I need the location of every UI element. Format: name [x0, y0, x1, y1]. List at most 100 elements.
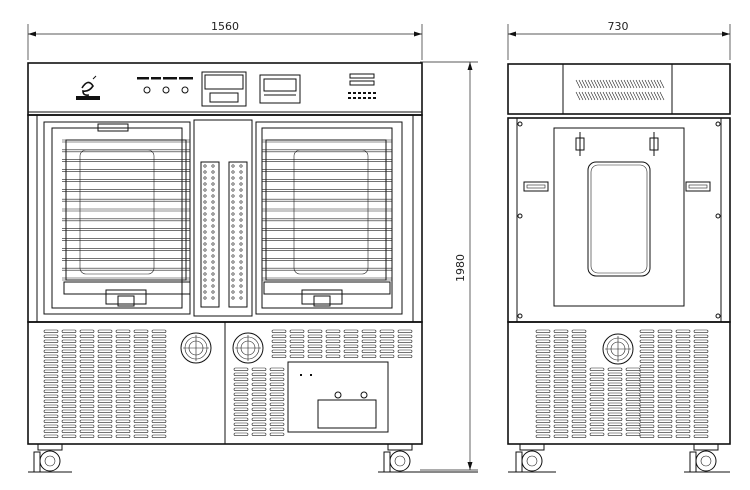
- terminal-hole: [239, 206, 243, 210]
- louver-slot: [79, 429, 95, 433]
- louver-slot: [571, 409, 587, 413]
- louver-slot: [269, 417, 285, 421]
- louver-slot: [361, 329, 377, 333]
- terminal-hole: [239, 284, 243, 288]
- louver-slot: [307, 349, 323, 353]
- louver-slot: [571, 414, 587, 418]
- louver-slot: [693, 349, 709, 353]
- control-button-3[interactable]: [181, 86, 189, 94]
- louver-slot: [639, 329, 655, 333]
- terminal-hole: [239, 182, 243, 186]
- louver-slot: [97, 369, 113, 373]
- louver-slot: [379, 329, 395, 333]
- vent-slat: [617, 91, 623, 101]
- vent-slat: [629, 79, 635, 89]
- louver-slot: [553, 334, 569, 338]
- louver-slot: [271, 339, 287, 343]
- louver-slot: [553, 419, 569, 423]
- fan-grille-icon: [232, 332, 264, 364]
- louver-slot: [535, 394, 551, 398]
- terminal-hole: [239, 242, 243, 246]
- louver-slot: [151, 334, 167, 338]
- terminal-hole: [203, 218, 207, 222]
- control-button-1[interactable]: [143, 86, 151, 94]
- louver-slot: [151, 384, 167, 388]
- louver-slot: [693, 329, 709, 333]
- control-button-2[interactable]: [162, 86, 170, 94]
- louver-slot: [133, 434, 149, 438]
- louver-slot: [625, 397, 641, 401]
- louver-slot: [625, 372, 641, 376]
- terminal-hole: [231, 260, 235, 264]
- louver-slot: [535, 359, 551, 363]
- louver-slot: [307, 339, 323, 343]
- vent-slat: [635, 79, 641, 89]
- louver-slot: [675, 359, 691, 363]
- louver-slot: [61, 399, 77, 403]
- louver-slot: [553, 409, 569, 413]
- louver-slot: [607, 382, 623, 386]
- louver-slot: [151, 344, 167, 348]
- louver-slot: [233, 417, 249, 421]
- louver-slot: [289, 334, 305, 338]
- louver-slot: [97, 374, 113, 378]
- terminal-hole: [231, 266, 235, 270]
- terminal-hole: [211, 218, 215, 222]
- terminal-hole: [203, 170, 207, 174]
- vent-slat: [629, 91, 635, 101]
- terminal-hole: [231, 212, 235, 216]
- louver-slot: [289, 349, 305, 353]
- vent-slat: [614, 79, 620, 89]
- vent-slat: [620, 79, 626, 89]
- louver-slot: [43, 339, 59, 343]
- louver-slot: [251, 377, 267, 381]
- louver-slot: [269, 372, 285, 376]
- louver-slot: [151, 349, 167, 353]
- terminal-hole: [211, 206, 215, 210]
- louver-slot: [151, 329, 167, 333]
- terminal-hole: [231, 194, 235, 198]
- louver-slot: [589, 382, 605, 386]
- louver-slot: [553, 349, 569, 353]
- louver-slot: [361, 349, 377, 353]
- terminal-hole: [239, 266, 243, 270]
- louver-slot: [675, 349, 691, 353]
- louver-slot: [571, 379, 587, 383]
- louver-slot: [269, 367, 285, 371]
- louver-slot: [571, 354, 587, 358]
- vent-slat: [644, 79, 650, 89]
- louver-slot: [61, 354, 77, 358]
- vent-slat: [656, 79, 662, 89]
- vent-slat: [641, 91, 647, 101]
- louver-slot: [233, 427, 249, 431]
- louver-slot: [639, 424, 655, 428]
- louver-slot: [693, 354, 709, 358]
- louver-slot: [675, 419, 691, 423]
- vent-slat: [614, 91, 620, 101]
- louver-slot: [43, 429, 59, 433]
- louver-slot: [151, 389, 167, 393]
- louver-slot: [133, 379, 149, 383]
- louver-slot: [361, 339, 377, 343]
- louver-slot: [571, 404, 587, 408]
- louver-slot: [343, 349, 359, 353]
- terminal-hole: [211, 278, 215, 282]
- louver-slot: [79, 414, 95, 418]
- terminal-hole: [203, 206, 207, 210]
- louver-slot: [151, 369, 167, 373]
- louver-slot: [43, 334, 59, 338]
- access-panel: [287, 361, 389, 433]
- louver-slot: [607, 377, 623, 381]
- louver-slot: [571, 344, 587, 348]
- louver-slot: [675, 389, 691, 393]
- louver-slot: [589, 412, 605, 416]
- louver-slot: [97, 409, 113, 413]
- louver-slot: [693, 404, 709, 408]
- louver-slot: [657, 354, 673, 358]
- terminal-hole: [231, 248, 235, 252]
- louver-slot: [115, 434, 131, 438]
- louver-slot: [115, 399, 131, 403]
- louver-slot: [397, 329, 413, 333]
- vent-slat: [590, 79, 596, 89]
- vent-slat: [611, 91, 617, 101]
